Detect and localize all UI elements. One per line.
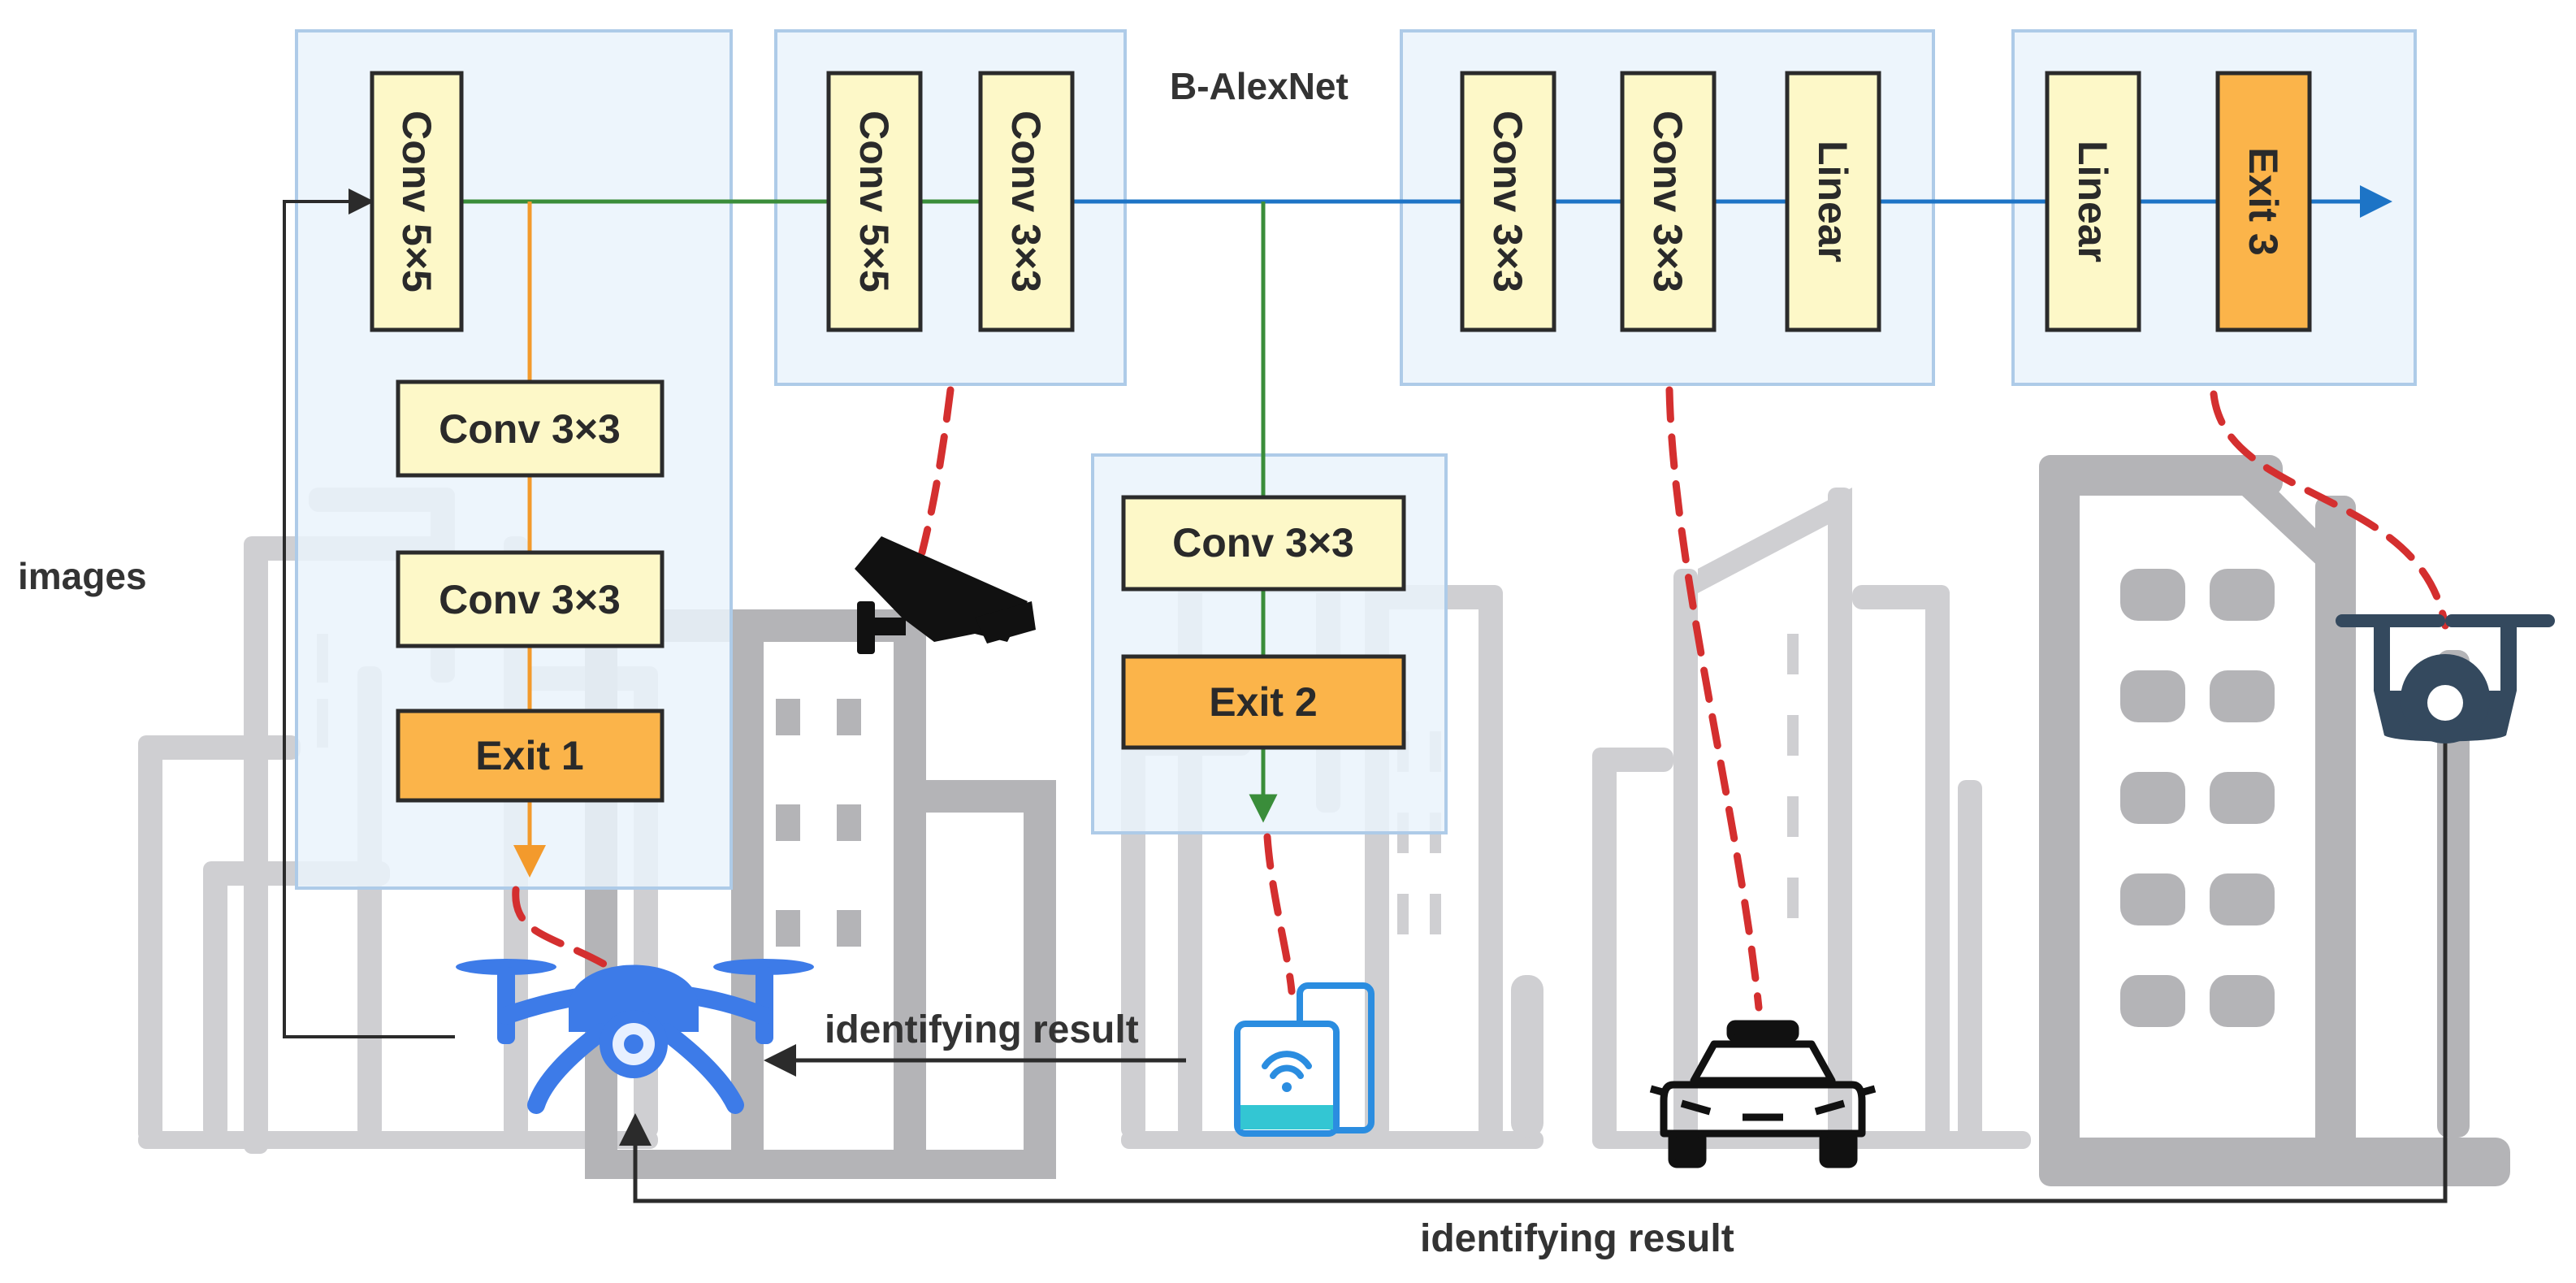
label-stage1-branch-conv-a: Conv 3×3: [439, 406, 621, 452]
result-label-bottom: identifying result: [1420, 1217, 1734, 1260]
link-exit2-phone: [1263, 833, 1296, 995]
layer-exit2: [1121, 654, 1406, 750]
mobile-phone-icon: [1234, 982, 1375, 1137]
label-exit2: Exit 2: [1209, 679, 1317, 725]
layer-branch2-conv3: [1121, 495, 1406, 592]
label-stage3-conv3-b: Conv 3×3: [1645, 111, 1691, 293]
layer-stage1-branch-conv-b: [396, 550, 665, 648]
label-stage2-conv3: Conv 3×3: [1003, 111, 1049, 293]
images-label: images: [18, 555, 147, 597]
link-exit3-edge-drone: [2210, 390, 2449, 630]
police-car-icon: [1649, 1020, 1877, 1168]
link-stage2-camera: [918, 386, 955, 557]
surveillance-camera-icon: [855, 536, 1036, 654]
result-arrow-bottom: [619, 731, 2448, 1203]
label-branch2-conv3: Conv 3×3: [1172, 520, 1354, 566]
layer-exit1: [396, 709, 665, 803]
label-stage2-conv5: Conv 5×5: [851, 111, 897, 293]
device-links: [512, 386, 2449, 1012]
label-stage3-conv3-a: Conv 3×3: [1485, 111, 1530, 293]
label-stage1-branch-conv-b: Conv 3×3: [439, 577, 621, 622]
label-stage3-linear: Linear: [1810, 141, 1855, 262]
link-exit1-drone: [512, 886, 638, 987]
layer-stage1-branch-conv-a: [396, 379, 665, 478]
link-stage3-car: [1665, 386, 1763, 1012]
images-input-arrow: [283, 189, 455, 1038]
drone-icon: [456, 959, 814, 1114]
edge-drone-icon: [2336, 614, 2555, 743]
layer-stage3-conv3-a: [1460, 71, 1556, 332]
label-stage4-linear: Linear: [2070, 141, 2115, 262]
layer-stage3-linear: [1785, 71, 1881, 332]
layer-stage1-conv5: [370, 71, 464, 332]
label-exit1: Exit 1: [475, 733, 583, 778]
label-exit3: Exit 3: [2240, 147, 2286, 255]
diagram-title: B-AlexNet: [1170, 65, 1349, 107]
result-label-middle: identifying result: [825, 1008, 1139, 1051]
layer-boxes: [370, 71, 2312, 803]
layer-stage2-conv5: [826, 71, 923, 332]
label-stage1-conv5: Conv 5×5: [394, 111, 439, 293]
layer-stage4-linear: [2045, 71, 2141, 332]
layer-labels: Conv 5×5 Conv 3×3 Conv 3×3 Exit 1 Conv 5…: [394, 111, 2286, 778]
layer-stage3-conv3-b: [1620, 71, 1717, 332]
layer-stage2-conv3: [978, 71, 1075, 332]
layer-exit3: [2215, 71, 2312, 332]
